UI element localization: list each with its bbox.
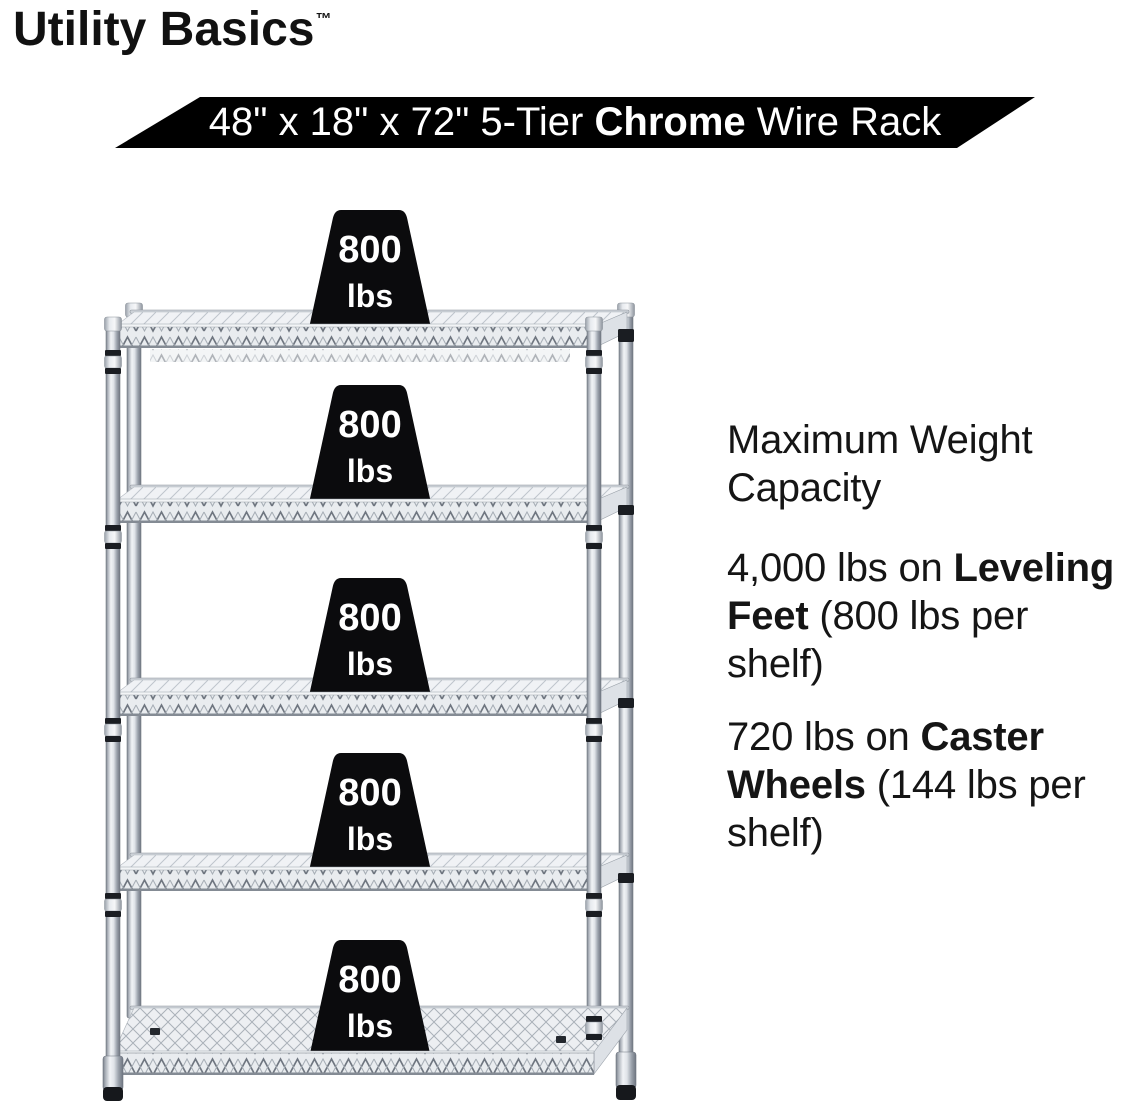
tier5-weight: 800 (338, 959, 401, 1001)
caster-wheels-capacity: 720 lbs on Caster Wheels (144 lbs per sh… (727, 713, 1126, 857)
tier5-unit: lbs (347, 1008, 393, 1044)
banner-text-bold: Chrome (594, 100, 746, 144)
leveling-feet-capacity: 4,000 lbs on Leveling Feet (800 lbs per … (727, 544, 1126, 688)
leveling-text-pre: 4,000 lbs on (727, 546, 954, 590)
tier1-weight: 800 (338, 229, 401, 271)
rack-shelf-1 (112, 210, 634, 362)
rack-shelf-4 (112, 753, 634, 892)
foot-tip (103, 1087, 123, 1101)
rack-post-front-right (585, 316, 603, 1047)
tier4-weight: 800 (338, 772, 401, 814)
brand-logo: Utility Basics™ (13, 2, 332, 57)
shelf-clip (556, 1036, 566, 1043)
tier3-unit: lbs (347, 646, 393, 682)
rack-shelf-2 (112, 385, 634, 524)
tier2-weight: 800 (338, 404, 401, 446)
leveling-foot (102, 1055, 124, 1091)
capacity-heading: Maximum Weight Capacity (727, 418, 1033, 510)
tier3-weight: 800 (338, 597, 401, 639)
shelf-clip (150, 1028, 160, 1035)
leveling-text-bold: Leveling Feet (727, 546, 1115, 638)
title-banner: 48" x 18" x 72" 5-Tier Chrome Wire Rack (115, 97, 1035, 148)
weight-badge-labels: 800 lbs 800 lbs 800 lbs 800 lbs 800 lbs (338, 229, 401, 1044)
leveling-text-post: (800 lbs per shelf) (727, 594, 1029, 686)
tier4-unit: lbs (347, 821, 393, 857)
rack-post-back-left (125, 302, 143, 1019)
caster-text-pre: 720 lbs on (727, 715, 921, 759)
tier1-unit: lbs (347, 278, 393, 314)
caster-text-post: (144 lbs per shelf) (727, 763, 1086, 855)
leveling-foot-back-right (615, 1051, 637, 1100)
rack-shelf-5 (112, 940, 630, 1075)
banner-text: 48" x 18" x 72" 5-Tier Chrome Wire Rack (209, 100, 941, 145)
banner-text-start: 48" x 18" x 72" 5-Tier (208, 100, 595, 144)
caster-text-bold: Caster Wheels (727, 715, 1044, 807)
foot-tip (616, 1085, 636, 1100)
rack-shelf-3 (112, 578, 634, 717)
tier2-unit: lbs (347, 453, 393, 489)
brand-name: Utility Basics (13, 3, 315, 56)
banner-text-end: Wire Rack (745, 100, 942, 144)
rack-post-front-left (102, 316, 124, 1101)
trademark-symbol: ™ (315, 11, 332, 28)
